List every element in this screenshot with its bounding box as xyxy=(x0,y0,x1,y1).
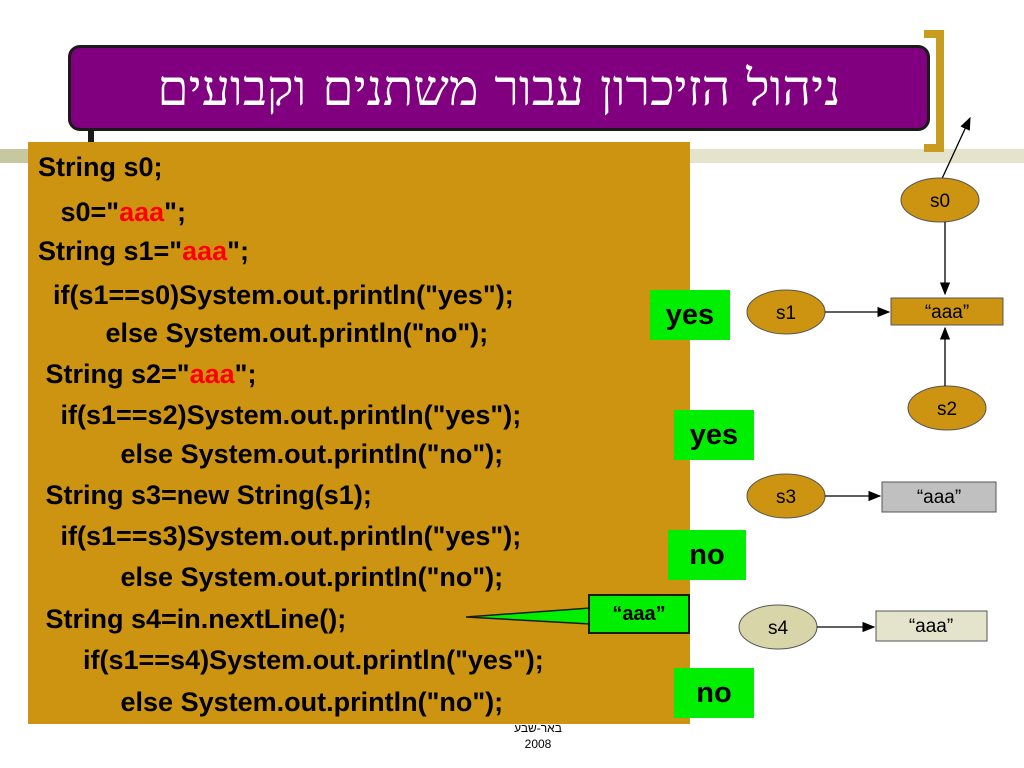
code-line: if(s1==s3)System.out.println("yes"); xyxy=(38,521,522,551)
arrow-s0-out xyxy=(939,116,971,184)
node-s1-label: s1 xyxy=(776,303,796,324)
result-badge: yes xyxy=(674,410,754,460)
code-text: else System.out.println("no"); xyxy=(38,687,504,717)
decorative-tick xyxy=(88,128,94,152)
code-line: if(s1==s4)System.out.println("yes"); xyxy=(38,645,544,675)
code-line: else System.out.println("no"); xyxy=(38,562,504,592)
string-literal: aaa xyxy=(189,359,235,389)
node-s4-label: s4 xyxy=(768,618,789,639)
string-literal: aaa xyxy=(119,197,165,227)
code-text: "; xyxy=(164,197,186,227)
code-line: else System.out.println("no"); xyxy=(38,687,504,717)
node-s3-label: s3 xyxy=(776,487,796,508)
footer-line1: באר-שבע xyxy=(514,721,562,735)
code-line: else System.out.println("no"); xyxy=(38,439,504,469)
node-s2 xyxy=(907,385,987,431)
code-line: String s2="aaa"; xyxy=(38,359,257,389)
input-callout: “aaa” xyxy=(588,594,690,634)
code-panel: String s0; s0="aaa"; String s1="aaa"; if… xyxy=(28,142,690,724)
code-line: String s3=new String(s1); xyxy=(38,480,372,510)
node-s0-label: s0 xyxy=(930,191,950,212)
code-text: String s3=new String(s1); xyxy=(38,480,372,510)
result-badge: no xyxy=(674,668,754,718)
footer: באר-שבע 2008 xyxy=(498,720,578,752)
node-s0 xyxy=(900,177,980,223)
slide-title-box: ניהול הזיכרון עבור משתנים וקבועים xyxy=(68,45,930,131)
code-text: else System.out.println("no"); xyxy=(38,439,504,469)
code-text: "; xyxy=(234,359,257,389)
decorative-bracket xyxy=(924,30,944,152)
code-text: s0=" xyxy=(38,197,120,227)
code-text: if(s1==s2)System.out.println("yes"); xyxy=(38,400,522,430)
value-box-s3-label: “aaa” xyxy=(917,487,961,508)
footer-line2: 2008 xyxy=(524,737,552,751)
code-text: "; xyxy=(227,236,249,266)
value-box-s4-label: “aaa” xyxy=(909,616,953,637)
value-box-s3 xyxy=(881,481,997,513)
code-line: else System.out.println("no"); xyxy=(38,318,489,348)
value-box-shared xyxy=(890,297,1004,326)
code-text: else System.out.println("no"); xyxy=(38,318,489,348)
value-box-s4 xyxy=(875,610,988,642)
decorative-bar-right xyxy=(690,149,1024,163)
code-text: String s2=" xyxy=(38,359,190,389)
code-line: String s1="aaa"; xyxy=(38,236,249,266)
result-badge: no xyxy=(668,530,746,580)
string-literal: aaa xyxy=(182,236,228,266)
code-text: if(s1==s0)System.out.println("yes"); xyxy=(38,280,514,310)
code-text: String s0; xyxy=(38,152,163,182)
code-line: String s0; xyxy=(38,152,163,182)
decorative-bar-left xyxy=(0,149,30,163)
code-line: String s4=in.nextLine(); xyxy=(38,604,347,634)
code-text: if(s1==s3)System.out.println("yes"); xyxy=(38,521,522,551)
node-s2-label: s2 xyxy=(937,399,957,420)
slide-title: ניהול הזיכרון עבור משתנים וקבועים xyxy=(157,59,841,117)
code-text: String s1=" xyxy=(38,236,183,266)
value-box-shared-label: “aaa” xyxy=(925,302,969,323)
code-text: String s4=in.nextLine(); xyxy=(38,604,347,634)
result-badge: yes xyxy=(650,290,730,340)
code-text: else System.out.println("no"); xyxy=(38,562,504,592)
code-line: if(s1==s0)System.out.println("yes"); xyxy=(38,280,514,310)
code-line: if(s1==s2)System.out.println("yes"); xyxy=(38,400,522,430)
code-line: s0="aaa"; xyxy=(38,197,186,227)
code-text: if(s1==s4)System.out.println("yes"); xyxy=(38,645,544,675)
